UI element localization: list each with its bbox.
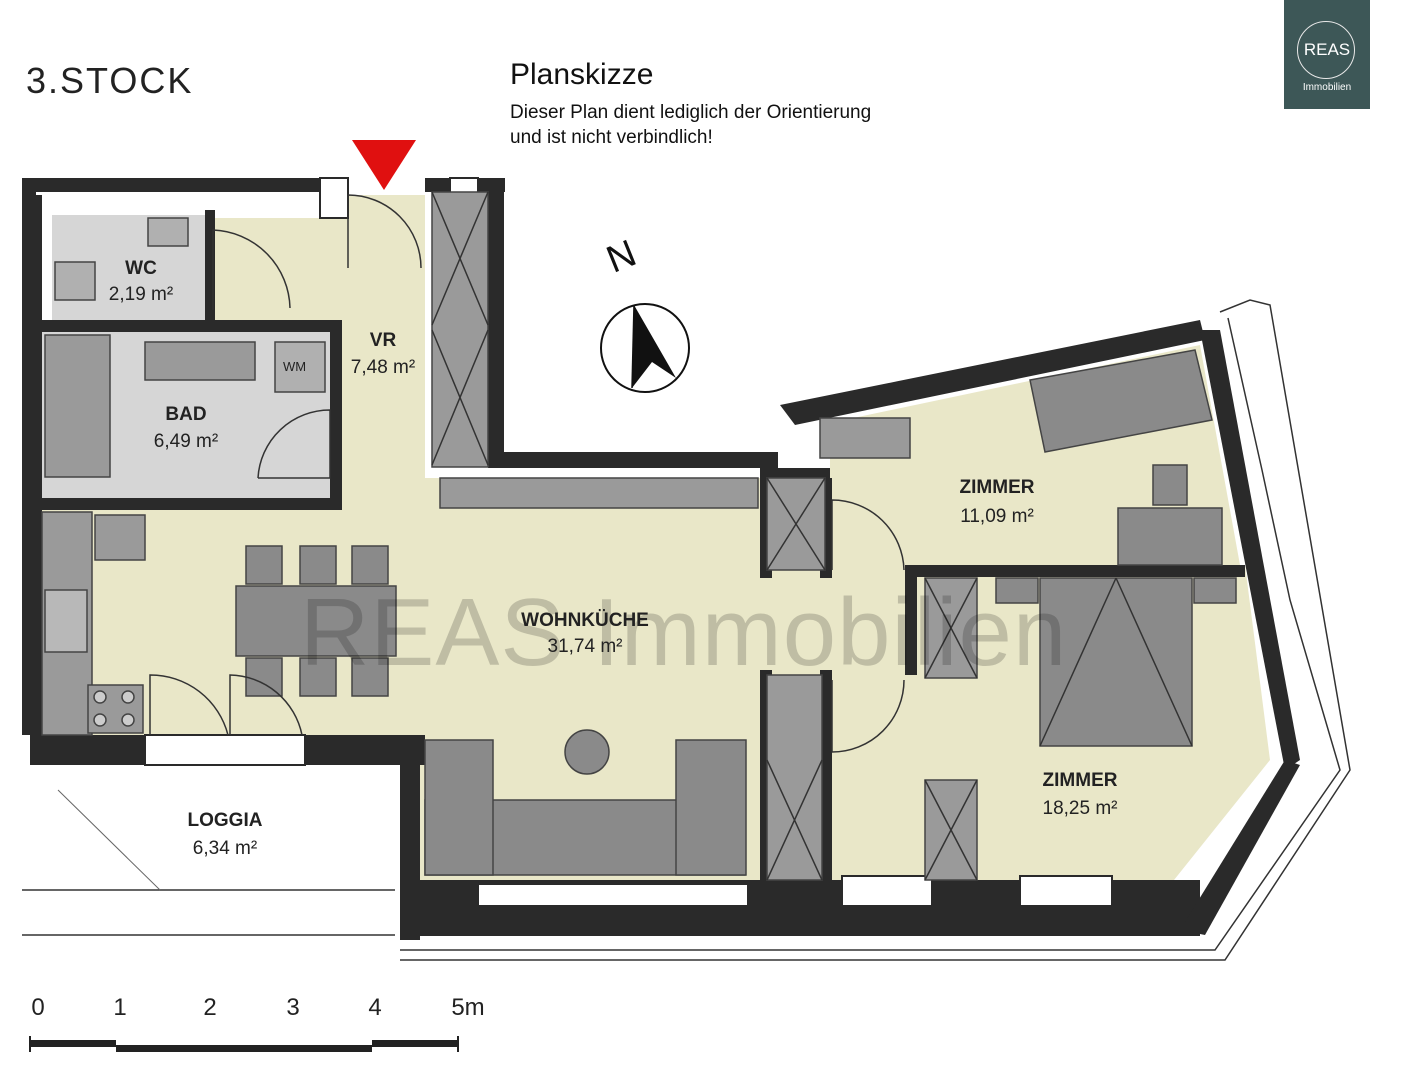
- disclaimer-line-2: und ist nicht verbindlich!: [510, 127, 713, 148]
- scale-label-2: 2: [203, 994, 217, 1021]
- logo-tagline: Immobilien: [1302, 82, 1352, 93]
- washbasin: [144, 341, 256, 381]
- entrance-triangle-icon: [352, 140, 416, 190]
- room-area-wc: 2,19 m²: [108, 284, 174, 305]
- disclaimer-line-1: Dieser Plan dient lediglich der Orientie…: [510, 102, 872, 123]
- scale-label-5: 5m: [451, 994, 485, 1021]
- room-area-bad: 6,49 m²: [153, 431, 219, 452]
- wc-basin: [147, 217, 189, 247]
- reas-logo: REAS Immobilien: [1284, 0, 1370, 109]
- washing-machine-label: WM: [283, 359, 307, 374]
- compass-icon: [600, 303, 690, 393]
- wardrobe-hall-2: [766, 674, 823, 881]
- wardrobe-vr: [431, 191, 489, 468]
- room-area-zimmer-1: 11,09 m²: [960, 506, 1034, 527]
- desk-2: [1029, 349, 1213, 453]
- room-area-zimmer-2: 18,25 m²: [1042, 798, 1118, 819]
- room-area-vr: 7,48 m²: [350, 357, 416, 378]
- logo-ring-icon: [1297, 21, 1355, 79]
- bed: [1039, 577, 1193, 747]
- scale-label-3: 3: [286, 994, 300, 1021]
- bathtub: [44, 334, 111, 478]
- sink: [44, 589, 88, 653]
- room-name-wc: WC: [125, 258, 157, 279]
- sideboard: [439, 477, 759, 509]
- room-area-loggia: 6,34 m²: [192, 838, 258, 859]
- room-name-bad: BAD: [165, 404, 207, 425]
- logo-name: REAS: [1303, 40, 1351, 59]
- floor-vr: [215, 195, 432, 510]
- scale-label-1: 1: [113, 994, 127, 1021]
- windows: [144, 177, 1113, 907]
- room-name-zimmer-2: ZIMMER: [1042, 770, 1118, 791]
- floor-label: 3.STOCK: [26, 60, 194, 101]
- plan-title: Planskizze: [510, 58, 654, 91]
- room-name-zimmer-1: ZIMMER: [959, 477, 1035, 498]
- fridge: [94, 514, 146, 561]
- watermark: REAS Immobilien: [300, 579, 1068, 686]
- dining-table: [235, 585, 397, 657]
- room-name-loggia: LOGGIA: [187, 810, 263, 831]
- washing-machine: [274, 341, 326, 393]
- room-area-wohnkueche: 31,74 m²: [547, 636, 623, 657]
- fixtures: [41, 191, 1237, 881]
- doors: [149, 194, 905, 753]
- scale-bar: [29, 1036, 459, 1052]
- coffee-table: [564, 729, 610, 775]
- desk: [1117, 507, 1223, 566]
- disclaimer: Dieser Plan dient lediglich der Orientie…: [510, 100, 940, 150]
- scale-label-0: 0: [31, 994, 45, 1021]
- toilet: [54, 261, 96, 301]
- room-name-wohnkueche: WOHNKÜCHE: [521, 610, 649, 631]
- scale-label-4: 4: [368, 994, 382, 1021]
- outer-facade-lines: [22, 299, 1351, 961]
- room-name-vr: VR: [369, 330, 397, 351]
- wardrobe-zimmer-1: [819, 417, 911, 459]
